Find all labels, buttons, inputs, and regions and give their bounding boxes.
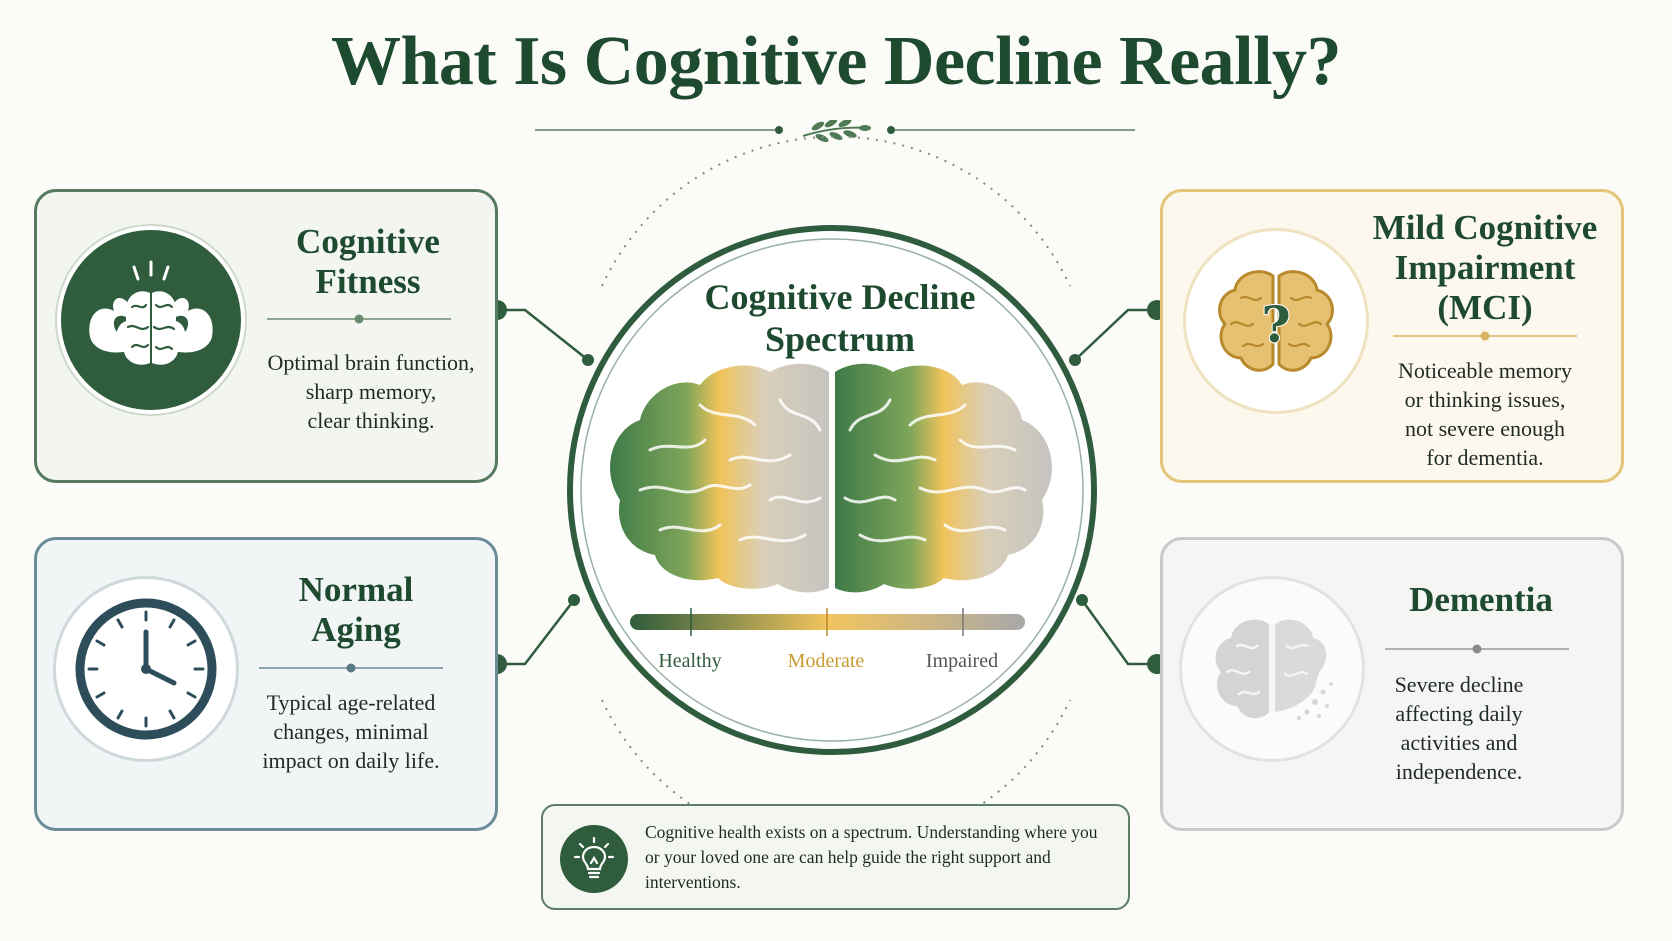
spectrum-title: Cognitive Decline Spectrum [620, 276, 1060, 360]
card-desc-mci-line2: or thinking issues, [1404, 387, 1566, 412]
card-desc-fitness: Optimal brain function, sharp memory, cl… [251, 348, 491, 435]
scale-label-healthy: Healthy [658, 650, 722, 672]
spectrum-title-line1: Cognitive Decline [704, 277, 976, 317]
card-desc-mci: Noticeable memory or thinking issues, no… [1369, 356, 1601, 472]
brain-question-icon: ? [1183, 228, 1369, 414]
spectrum-scale-bar [630, 614, 1025, 630]
card-dementia: Dementia Severe decline affecting daily … [1160, 537, 1624, 831]
card-title-fitness-line1: Cognitive [296, 222, 440, 261]
title-divider [535, 120, 1135, 143]
card-title-dementia-line1: Dementia [1409, 580, 1553, 619]
card-title-aging: Normal Aging [251, 570, 461, 650]
card-title-fitness-line2: Fitness [315, 262, 421, 301]
card-desc-dementia-line3: activities and [1400, 730, 1518, 755]
card-rule-fitness [267, 314, 451, 324]
card-desc-mci-line1: Noticeable memory [1397, 358, 1573, 383]
card-desc-dementia-line1: Severe decline [1394, 672, 1524, 697]
page-title: What Is Cognitive Decline Really? [330, 23, 1342, 100]
card-desc-fitness-line3: clear thinking. [307, 408, 435, 433]
spectrum-brain-icon [610, 363, 1052, 593]
card-rule-mci [1393, 331, 1577, 341]
card-desc-mci-line4: for dementia. [1426, 445, 1544, 470]
info-note-text: Cognitive health exists on a spectrum. U… [645, 822, 1098, 892]
spectrum-title-line2: Spectrum [765, 319, 915, 359]
card-title-mci-line3: (MCI) [1437, 288, 1533, 327]
card-title-mci-line2: Impairment [1394, 248, 1576, 287]
card-rule-dementia [1385, 644, 1569, 654]
scale-label-moderate: Moderate [787, 650, 865, 672]
card-title-fitness: Cognitive Fitness [263, 222, 473, 302]
connector-mci [1074, 308, 1157, 361]
card-desc-aging-line1: Typical age-related [266, 690, 436, 715]
card-title-dementia: Dementia [1363, 580, 1599, 620]
card-desc-mci-line3: not severe enough [1404, 416, 1566, 441]
card-title-mci-line1: Mild Cognitive [1372, 208, 1598, 247]
connector-aging [497, 599, 575, 666]
card-desc-fitness-line2: sharp memory, [305, 379, 437, 404]
card-title-mci: Mild Cognitive Impairment (MCI) [1353, 208, 1617, 328]
card-desc-dementia: Severe decline affecting daily activitie… [1359, 670, 1559, 786]
clock-icon [53, 576, 239, 762]
fading-brain-icon [1179, 576, 1365, 762]
card-cognitive-fitness: Cognitive Fitness Optimal brain function… [34, 189, 498, 483]
card-title-aging-line1: Normal [298, 570, 414, 609]
leaf-sprig-icon [802, 120, 871, 143]
card-desc-dementia-line2: affecting daily [1395, 701, 1523, 726]
strong-brain-icon [57, 226, 245, 414]
lightbulb-icon [560, 825, 628, 893]
card-desc-fitness-line1: Optimal brain function, [267, 350, 475, 375]
scale-label-impaired: Impaired [925, 650, 999, 672]
card-rule-aging [259, 663, 443, 673]
card-desc-dementia-line4: independence. [1395, 759, 1523, 784]
svg-text:?: ? [1261, 295, 1290, 354]
card-mild-cognitive-impairment: ? Mild Cognitive Impairment (MCI) Notice… [1160, 189, 1624, 483]
card-desc-aging-line3: impact on daily life. [262, 748, 440, 773]
card-desc-aging-line2: changes, minimal [273, 719, 429, 744]
card-title-aging-line2: Aging [311, 610, 401, 649]
connector-dementia [1080, 599, 1157, 666]
info-note: Cognitive health exists on a spectrum. U… [541, 804, 1130, 910]
card-normal-aging: Normal Aging Typical age-related changes… [34, 537, 498, 831]
connector-fitness [497, 308, 589, 361]
card-desc-aging: Typical age-related changes, minimal imp… [233, 688, 469, 775]
